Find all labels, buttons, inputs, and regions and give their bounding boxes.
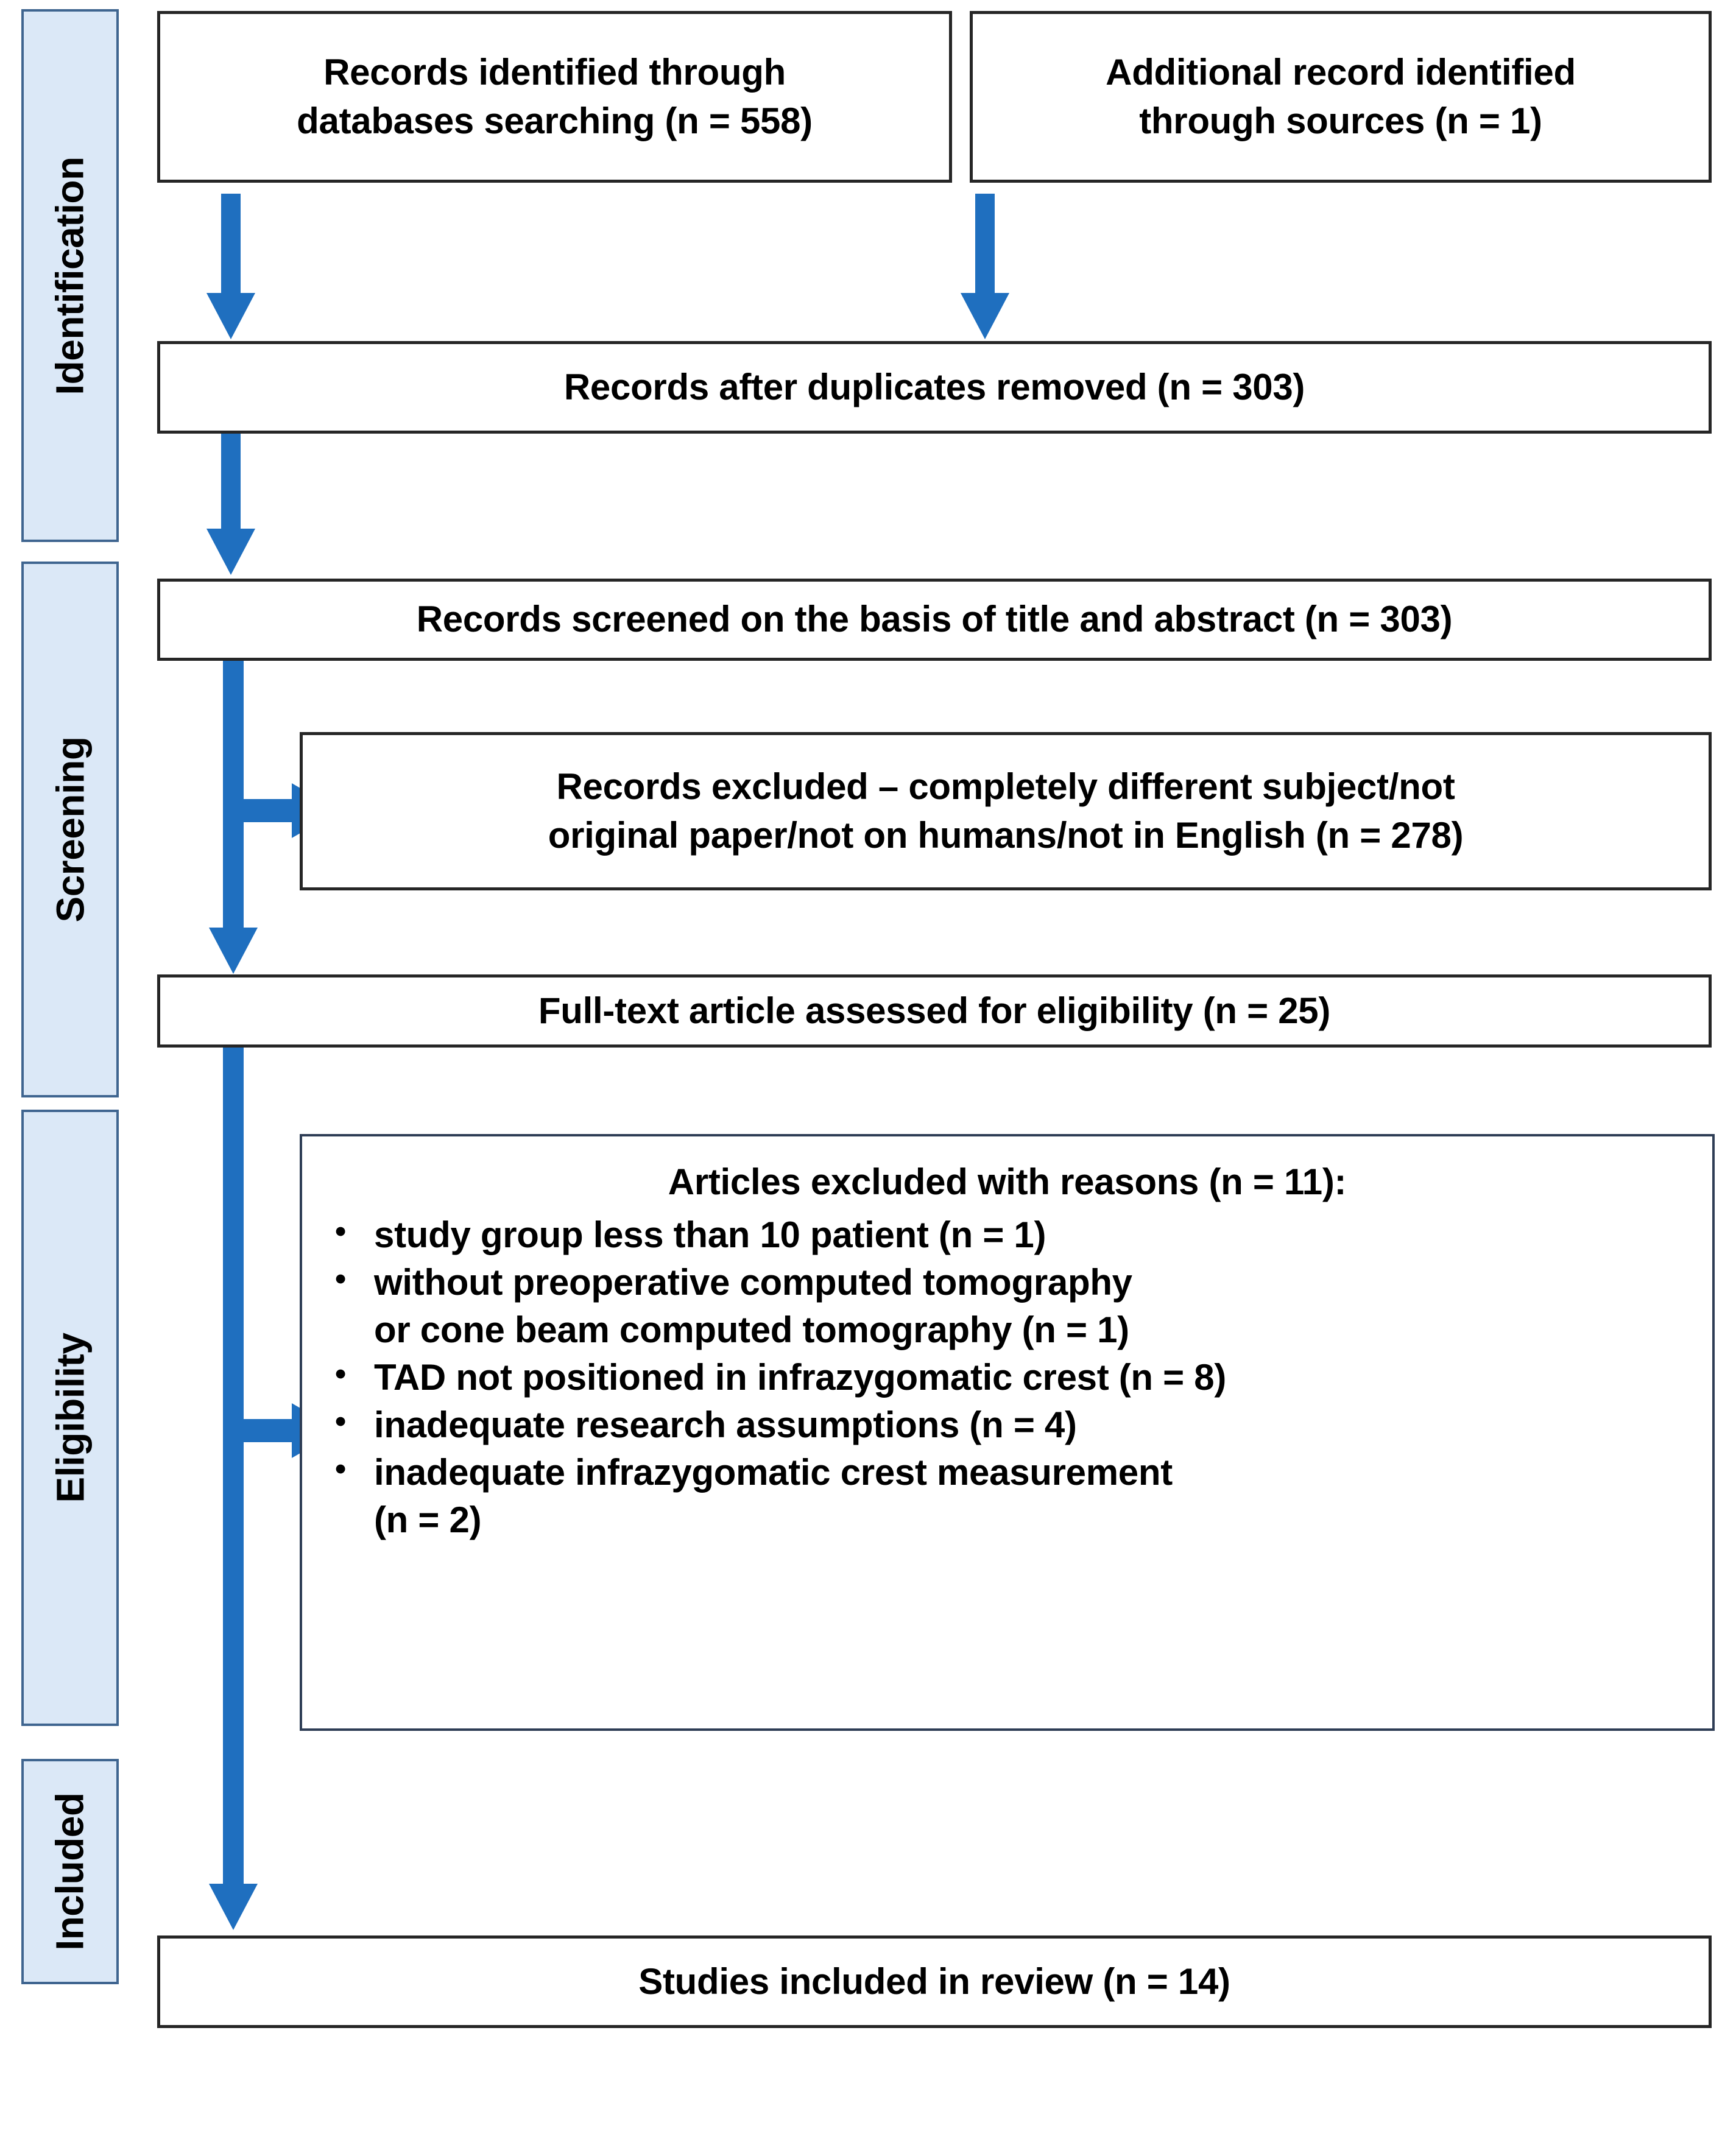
- box-records-after-duplicates: Records after duplicates removed (n = 30…: [157, 341, 1712, 434]
- bullet-item-continuation: (n = 2): [335, 1496, 1694, 1544]
- bullet-label: without preoperative computed tomography: [374, 1262, 1132, 1303]
- bullet-marker: •: [335, 1261, 346, 1297]
- arrow-fulltext-to-included-head: [209, 1884, 258, 1930]
- databases-line-1: Records identified through: [323, 51, 786, 93]
- bullet-item: • TAD not positioned in infrazygomatic c…: [335, 1354, 1694, 1401]
- stage-identification: Identification: [21, 9, 119, 542]
- screened-line-1: Records screened on the basis of title a…: [416, 599, 1453, 640]
- stage-identification-label: Identification: [48, 156, 92, 395]
- bullet-label: (n = 2): [374, 1499, 482, 1540]
- bullet-marker: •: [335, 1214, 346, 1249]
- box-fulltext-assessed: Full-text article assessed for eligibili…: [157, 974, 1712, 1048]
- bullet-label: study group less than 10 patient (n = 1): [374, 1214, 1046, 1255]
- arrow-additional-to-duplicates-head: [961, 293, 1009, 339]
- bullet-label: or cone beam computed tomography (n = 1): [374, 1309, 1129, 1350]
- bullet-item: • inadequate research assumptions (n = 4…: [335, 1401, 1694, 1449]
- stage-eligibility: Eligibility: [21, 1110, 119, 1726]
- bullet-marker: •: [335, 1356, 346, 1392]
- bullet-item: • inadequate infrazygomatic crest measur…: [335, 1449, 1694, 1496]
- arrow-additional-to-duplicates-shaft: [975, 194, 995, 294]
- arrow-databases-to-duplicates-head: [206, 293, 255, 339]
- box-articles-excluded-with-reasons: Articles excluded with reasons (n = 11):…: [300, 1134, 1715, 1731]
- box-additional-records: Additional record identified through sou…: [970, 11, 1712, 183]
- bullet-item: • study group less than 10 patient (n = …: [335, 1211, 1694, 1259]
- duplicates-line-1: Records after duplicates removed (n = 30…: [563, 366, 1305, 407]
- bullet-label: TAD not positioned in infrazygomatic cre…: [374, 1357, 1227, 1398]
- stage-screening: Screening: [21, 562, 119, 1097]
- bullet-marker: •: [335, 1451, 346, 1487]
- stage-eligibility-label: Eligibility: [48, 1333, 92, 1503]
- stage-included: Included: [21, 1759, 119, 1984]
- bullet-label: inadequate research assumptions (n = 4): [374, 1404, 1077, 1445]
- bullet-marker: •: [335, 1404, 346, 1439]
- bullet-item-continuation: or cone beam computed tomography (n = 1): [335, 1306, 1694, 1354]
- arrow-to-records-excluded-shaft: [244, 799, 294, 822]
- included-studies-line-1: Studies included in review (n = 14): [638, 1960, 1230, 2002]
- arrow-duplicates-to-screened-head: [206, 529, 255, 575]
- records-excluded-line-1: Records excluded – completely different …: [556, 766, 1455, 807]
- box-records-excluded: Records excluded – completely different …: [300, 732, 1712, 890]
- arrow-screened-to-fulltext-shaft: [223, 661, 244, 929]
- arrow-to-articles-excluded-shaft: [244, 1419, 294, 1442]
- stage-included-label: Included: [48, 1792, 92, 1951]
- arrow-fulltext-to-included-shaft: [223, 1048, 244, 1885]
- additional-line-1: Additional record identified: [1106, 51, 1576, 93]
- bullet-item: • without preoperative computed tomograp…: [335, 1259, 1694, 1306]
- records-excluded-line-2: original paper/not on humans/not in Engl…: [548, 815, 1464, 856]
- fulltext-line-1: Full-text article assessed for eligibili…: [538, 990, 1331, 1031]
- stage-screening-label: Screening: [48, 736, 92, 923]
- arrow-databases-to-duplicates-shaft: [221, 194, 241, 294]
- box-records-screened: Records screened on the basis of title a…: [157, 579, 1712, 661]
- articles-excluded-bullet-list: • study group less than 10 patient (n = …: [320, 1211, 1694, 1544]
- box-records-identified-databases: Records identified through databases sea…: [157, 11, 952, 183]
- additional-line-2: through sources (n = 1): [1139, 100, 1542, 141]
- articles-excluded-title: Articles excluded with reasons (n = 11):: [668, 1161, 1347, 1202]
- databases-line-2: databases searching (n = 558): [297, 100, 813, 141]
- box-studies-included: Studies included in review (n = 14): [157, 1935, 1712, 2028]
- arrow-duplicates-to-screened-shaft: [221, 434, 241, 530]
- arrow-screened-to-fulltext-head: [209, 928, 258, 974]
- bullet-label: inadequate infrazygomatic crest measurem…: [374, 1452, 1173, 1493]
